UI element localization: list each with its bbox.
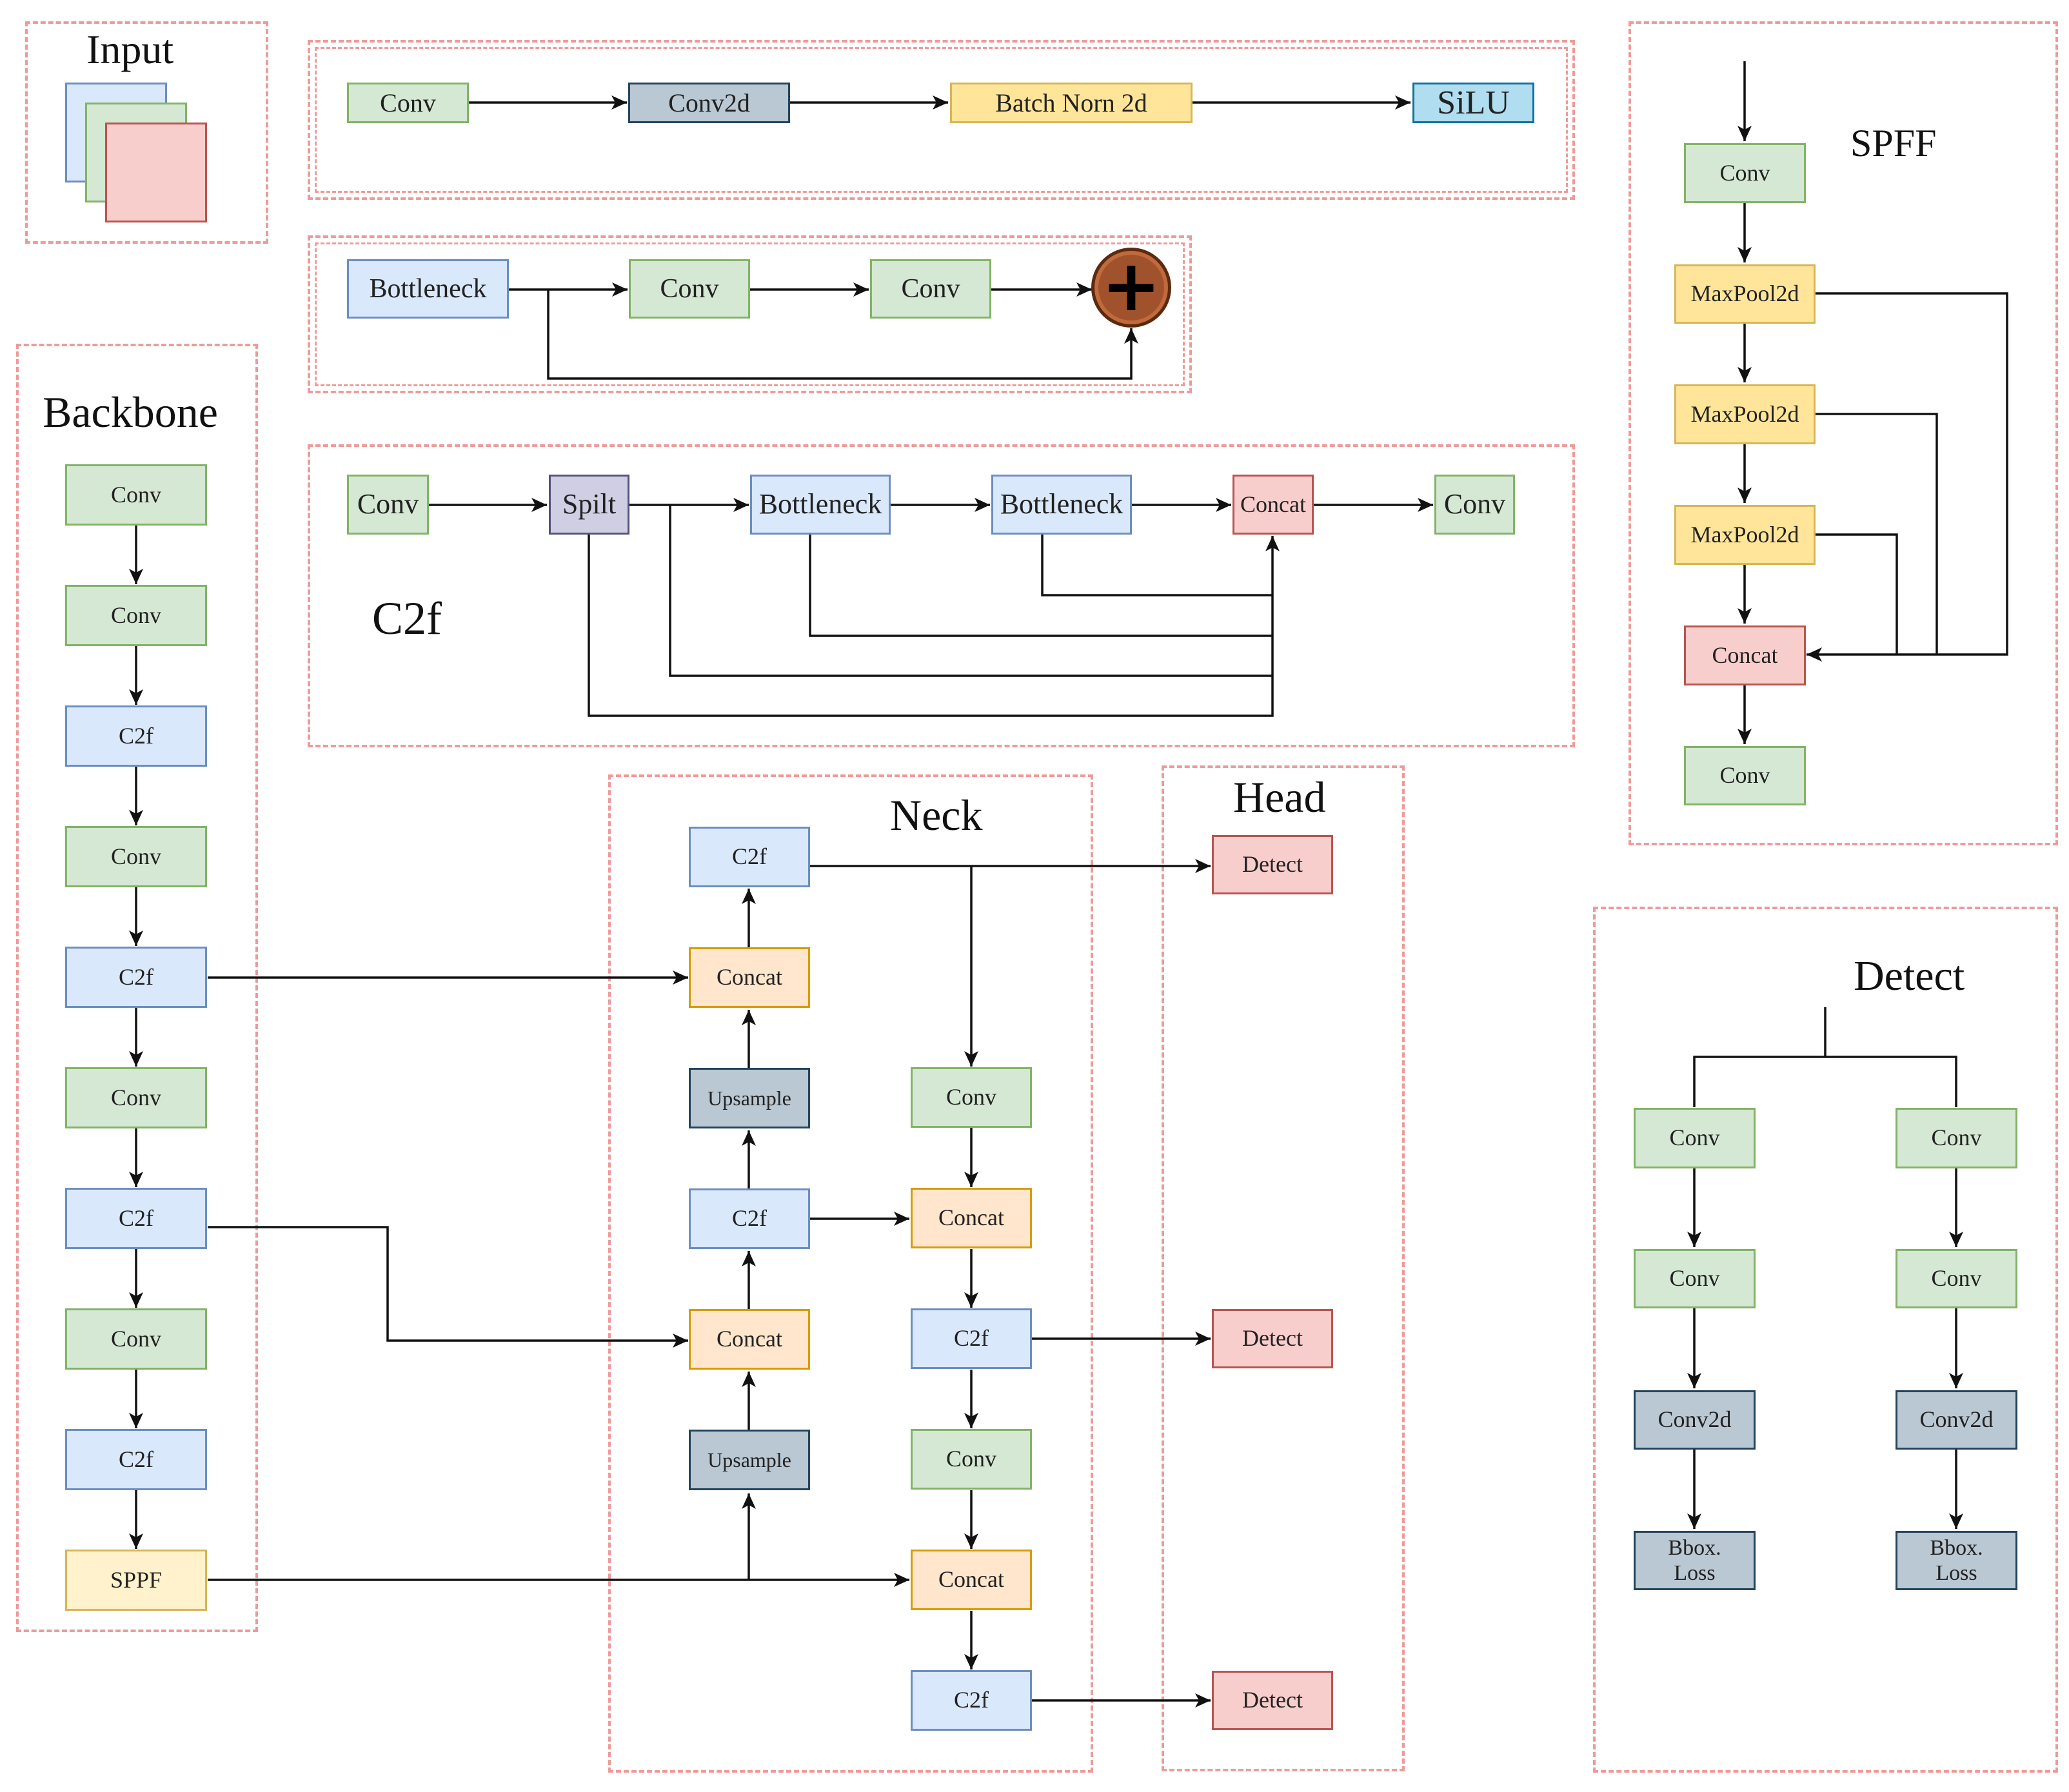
add-circle-icon: +	[1091, 248, 1171, 328]
neck-right-node: C2f	[911, 1670, 1032, 1731]
neck-left-node: Upsample	[689, 1068, 810, 1128]
c2f-module-split: Spilt	[549, 475, 629, 535]
spff-maxpool-2: MaxPool2d	[1674, 384, 1816, 444]
detect-left-node: Conv	[1634, 1108, 1756, 1168]
neck-right-node: Concat	[911, 1550, 1032, 1610]
neck-left-node: C2f	[689, 1188, 810, 1249]
neck-left-node: Concat	[689, 1309, 810, 1370]
backbone-node: C2f	[65, 1188, 207, 1249]
backbone-node: Conv	[65, 585, 207, 646]
detect-left-node: Bbox. Loss	[1634, 1531, 1756, 1590]
detect-right-node: Conv2d	[1896, 1390, 2017, 1450]
wire	[208, 1226, 688, 1348]
neck-left-node: Concat	[689, 947, 810, 1008]
neck-right-node: Conv	[911, 1429, 1032, 1490]
neck-right-node: Concat	[911, 1188, 1032, 1248]
input-title: Input	[86, 26, 174, 72]
wire	[1825, 1056, 1957, 1107]
detect-right-node: Conv	[1896, 1108, 2017, 1168]
backbone-node: C2f	[65, 947, 207, 1008]
head-title: Head	[1233, 773, 1326, 822]
spff-module-region	[1628, 21, 2058, 845]
backbone-node: Conv	[65, 1067, 207, 1128]
c2f-module-region	[308, 444, 1575, 747]
wire	[669, 505, 1272, 677]
detect-module-region	[1593, 907, 2058, 1773]
c2f-module-conv-in: Conv	[347, 475, 429, 535]
add-symbol: +	[1101, 244, 1162, 327]
spff-conv-in: Conv	[1684, 143, 1806, 203]
spff-module-title: SPFF	[1850, 122, 1937, 164]
input-channel-red	[105, 123, 207, 222]
wire	[588, 535, 1280, 717]
backbone-node: C2f	[65, 705, 207, 767]
wire	[1816, 413, 1938, 655]
spff-maxpool-3: MaxPool2d	[1674, 505, 1816, 565]
wire	[1041, 535, 1272, 596]
conv-module-conv2d: Conv2d	[628, 83, 790, 123]
wire	[1693, 1007, 1826, 1107]
detect-module-title: Detect	[1854, 952, 1965, 999]
detect-left-node: Conv2d	[1634, 1390, 1756, 1450]
backbone-node: C2f	[65, 1429, 207, 1490]
c2f-module-concat: Concat	[1232, 475, 1314, 535]
wire	[1807, 292, 2008, 662]
backbone-node: Conv	[65, 1308, 207, 1370]
spff-maxpool-1: MaxPool2d	[1674, 264, 1816, 324]
neck-region	[608, 774, 1093, 1773]
bottleneck-module-conv-2: Conv	[870, 259, 991, 319]
backbone-title: Backbone	[43, 388, 218, 437]
backbone-node: Conv	[65, 826, 207, 887]
spff-conv-out: Conv	[1684, 746, 1806, 805]
conv-module-region	[308, 40, 1575, 200]
wire	[1816, 533, 1898, 655]
c2f-module-title: C2f	[372, 593, 442, 644]
head-detect: Detect	[1212, 1309, 1333, 1368]
bottleneck-module-conv-1: Conv	[629, 259, 750, 319]
conv-module-batchnorm: Batch Norn 2d	[950, 83, 1193, 123]
head-detect: Detect	[1212, 835, 1333, 894]
bottleneck-module-region	[308, 235, 1192, 393]
head-region	[1162, 765, 1405, 1771]
neck-right-node: Conv	[911, 1067, 1032, 1128]
backbone-region	[16, 344, 258, 1632]
conv-module-conv: Conv	[347, 83, 469, 123]
c2f-module-bottleneck-2: Bottleneck	[991, 475, 1132, 535]
backbone-node-sppf: SPPF	[65, 1550, 207, 1611]
conv-module-silu: SiLU	[1412, 83, 1534, 123]
backbone-node: Conv	[65, 464, 207, 526]
detect-right-node: Conv	[1896, 1249, 2017, 1308]
input-region	[25, 21, 268, 244]
neck-left-node: Upsample	[689, 1430, 810, 1490]
wire	[547, 290, 1138, 380]
c2f-module-conv-out: Conv	[1434, 475, 1515, 535]
bottleneck-module-bottleneck: Bottleneck	[347, 259, 509, 319]
head-detect: Detect	[1212, 1671, 1333, 1730]
c2f-module-bottleneck-1: Bottleneck	[750, 475, 891, 535]
spff-concat: Concat	[1684, 625, 1806, 685]
neck-title: Neck	[890, 791, 983, 840]
detect-right-node: Bbox. Loss	[1896, 1531, 2017, 1590]
detect-left-node: Conv	[1634, 1249, 1756, 1308]
wire	[809, 535, 1272, 637]
neck-right-node: C2f	[911, 1308, 1032, 1369]
neck-left-node: C2f	[689, 827, 810, 887]
